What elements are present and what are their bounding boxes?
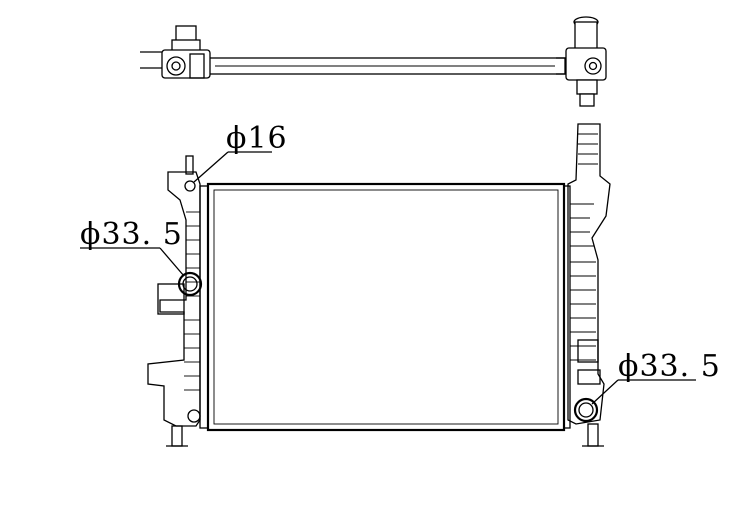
dimension-leaders (80, 151, 696, 405)
dim-label-right-outlet: ϕ33. 5 (618, 349, 721, 384)
top-right-fitting (556, 16, 607, 107)
top-left-fitting (140, 25, 211, 79)
top-view (140, 16, 607, 107)
left-inlet-port (177, 271, 203, 297)
right-outlet-port (573, 397, 599, 423)
front-view (80, 123, 696, 447)
dim-label-small-inlet: ϕ16 (226, 121, 288, 156)
dim-label-left-inlet: ϕ33. 5 (80, 217, 183, 252)
left-tank (147, 155, 209, 447)
right-tank (563, 123, 611, 447)
small-inlet-port (184, 180, 196, 192)
drain-port (187, 409, 201, 423)
radiator-core (206, 182, 566, 432)
